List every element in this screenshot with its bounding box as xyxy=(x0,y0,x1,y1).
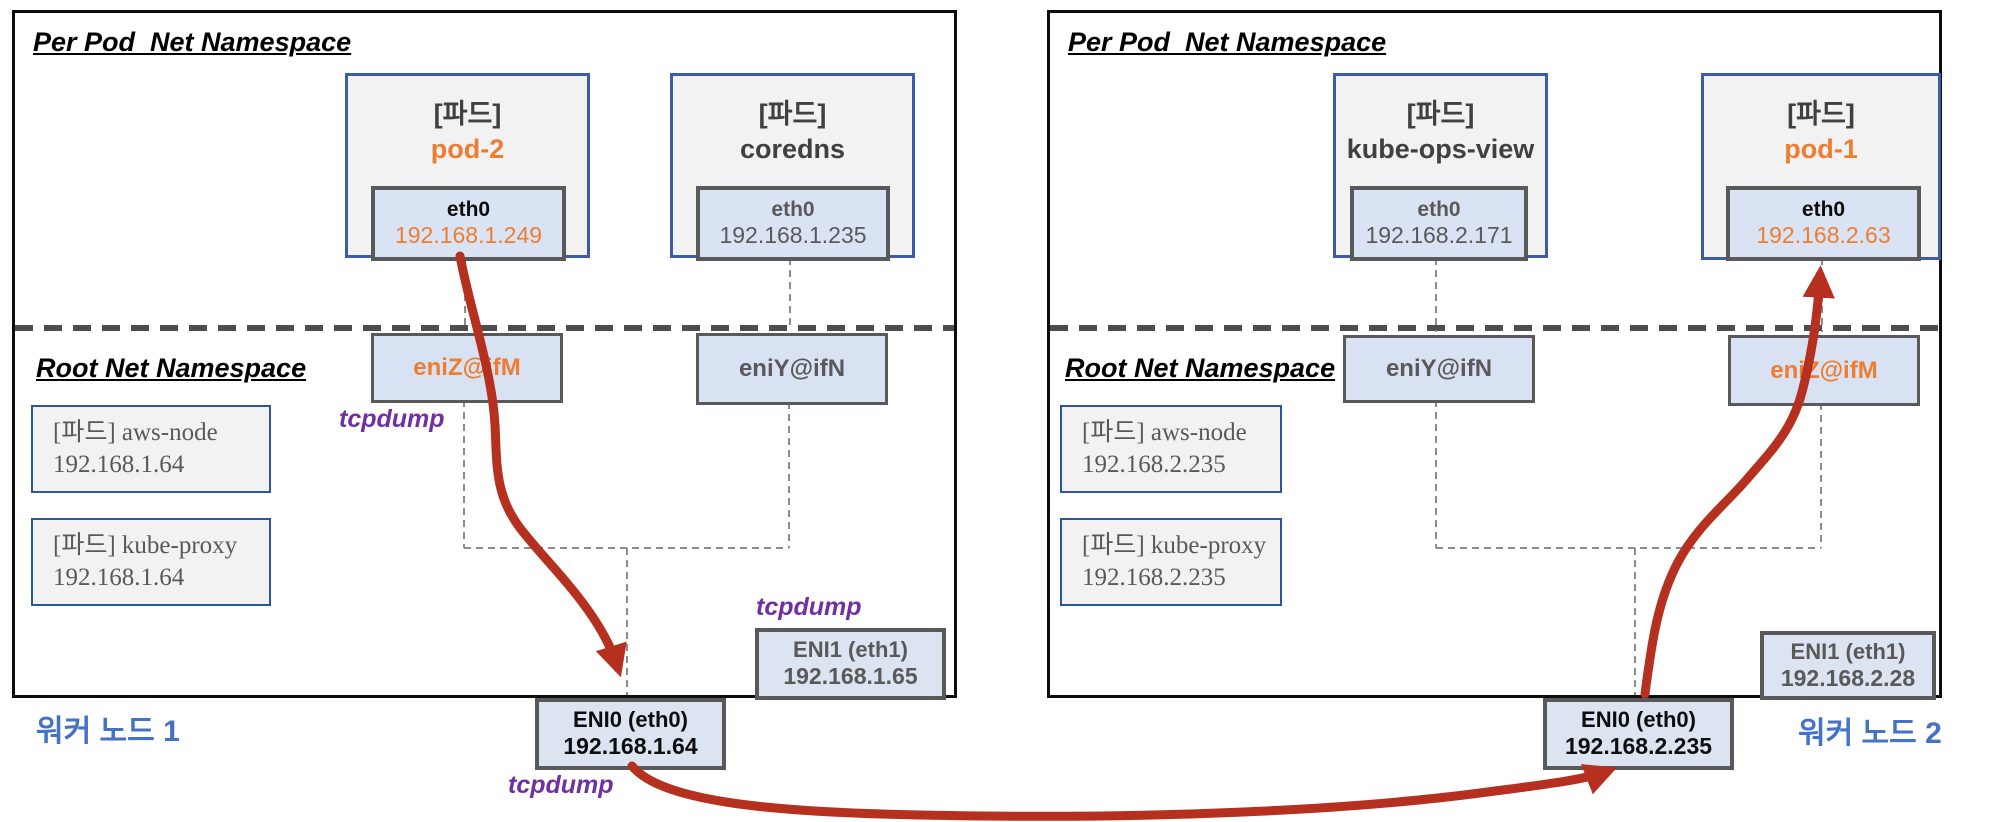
tcpdump-label-eni0: tcpdump xyxy=(508,771,614,799)
eth-ip: 192.168.2.63 xyxy=(1756,222,1891,249)
eni0-ip: 192.168.2.235 xyxy=(1564,733,1713,760)
eni1-box: ENI1 (eth1) 192.168.1.65 xyxy=(755,628,946,700)
eth-ip: 192.168.1.235 xyxy=(719,222,867,249)
system-pod-name: [파드] aws-node xyxy=(1082,419,1247,446)
eth0-box-kube-ops-view: eth0 192.168.2.171 xyxy=(1350,186,1528,261)
eth-label: eth0 xyxy=(771,197,815,221)
eth-ip: 192.168.2.171 xyxy=(1365,222,1513,249)
system-pod-name: [파드] kube-proxy xyxy=(53,532,238,559)
eni1-ip: 192.168.2.28 xyxy=(1780,664,1916,691)
worker-node-1-label: 워커 노드 1 xyxy=(36,715,180,748)
eth-label: eth0 xyxy=(1801,197,1846,221)
system-pod-kube-proxy: [파드] kube-proxy 192.168.2.235 xyxy=(1060,518,1282,606)
eni0-box: ENI0 (eth0) 192.168.1.64 xyxy=(535,698,726,770)
worker-node-1-box: Per Pod Net Namespace [파드] pod-2 eth0 19… xyxy=(12,10,957,799)
eth0-box-pod-2: eth0 192.168.1.249 xyxy=(371,186,566,261)
pod-tag: [파드] xyxy=(758,99,827,129)
pod-tag: [파드] xyxy=(1406,99,1475,129)
per-pod-namespace-title: Per Pod Net Namespace xyxy=(33,27,352,57)
veth-label: eniZ@ifM xyxy=(413,354,521,381)
system-pod-aws-node: [파드] aws-node 192.168.1.64 xyxy=(31,405,271,493)
root-namespace-title: Root Net Namespace xyxy=(36,353,307,383)
system-pod-kube-proxy: [파드] kube-proxy 192.168.1.64 xyxy=(31,518,271,606)
tcpdump-label-veth: tcpdump xyxy=(339,405,445,433)
eni1-ip: 192.168.1.65 xyxy=(783,663,918,690)
system-pod-name: [파드] aws-node xyxy=(53,419,218,446)
system-pod-ip: 192.168.1.64 xyxy=(53,451,185,478)
eni0-label: ENI0 (eth0) xyxy=(573,707,688,732)
veth-box-eniZ: eniZ@ifM xyxy=(371,333,563,403)
worker-node-2-box: Per Pod Net Namespace [파드] kube-ops-view… xyxy=(1047,10,1942,770)
system-pod-name: [파드] kube-proxy xyxy=(1082,532,1267,559)
pod-name: pod-1 xyxy=(1784,134,1858,165)
eni0-ip: 192.168.1.64 xyxy=(563,733,698,760)
system-pod-aws-node: [파드] aws-node 192.168.2.235 xyxy=(1060,405,1282,493)
eth-label: eth0 xyxy=(446,197,491,221)
pod-tag: [파드] xyxy=(433,99,502,129)
pod-tag: [파드] xyxy=(1787,99,1855,129)
tcpdump-label-eni1: tcpdump xyxy=(756,593,862,621)
veth-box-eniY: eniY@ifN xyxy=(1343,335,1535,403)
veth-label: eniZ@ifM xyxy=(1770,356,1878,384)
root-namespace-title: Root Net Namespace xyxy=(1065,353,1336,383)
per-pod-namespace-title: Per Pod Net Namespace xyxy=(1068,27,1387,57)
eth0-box-pod-1: eth0 192.168.2.63 xyxy=(1726,186,1921,261)
system-pod-ip: 192.168.1.64 xyxy=(53,564,185,591)
pod-name: coredns xyxy=(739,134,846,165)
eth-ip: 192.168.1.249 xyxy=(394,222,543,249)
pod-name: pod-2 xyxy=(430,134,505,165)
eth0-box-coredns: eth0 192.168.1.235 xyxy=(696,186,890,261)
veth-label: eniY@ifN xyxy=(738,355,846,382)
system-pod-ip: 192.168.2.235 xyxy=(1082,451,1226,478)
veth-box-eniY: eniY@ifN xyxy=(696,333,888,405)
eni0-label: ENI0 (eth0) xyxy=(1581,707,1696,732)
eni0-box: ENI0 (eth0) 192.168.2.235 xyxy=(1543,698,1734,770)
veth-box-eniZ: eniZ@ifM xyxy=(1728,335,1920,406)
system-pod-ip: 192.168.2.235 xyxy=(1082,564,1226,591)
pod-name: kube-ops-view xyxy=(1346,134,1535,165)
eni1-label: ENI1 (eth1) xyxy=(1790,638,1906,664)
worker-node-2-label: 워커 노드 2 xyxy=(1798,717,1942,750)
eni1-label: ENI1 (eth1) xyxy=(793,637,908,662)
veth-label: eniY@ifN xyxy=(1385,355,1493,382)
eni1-box: ENI1 (eth1) 192.168.2.28 xyxy=(1760,631,1936,700)
eth-label: eth0 xyxy=(1417,197,1461,221)
